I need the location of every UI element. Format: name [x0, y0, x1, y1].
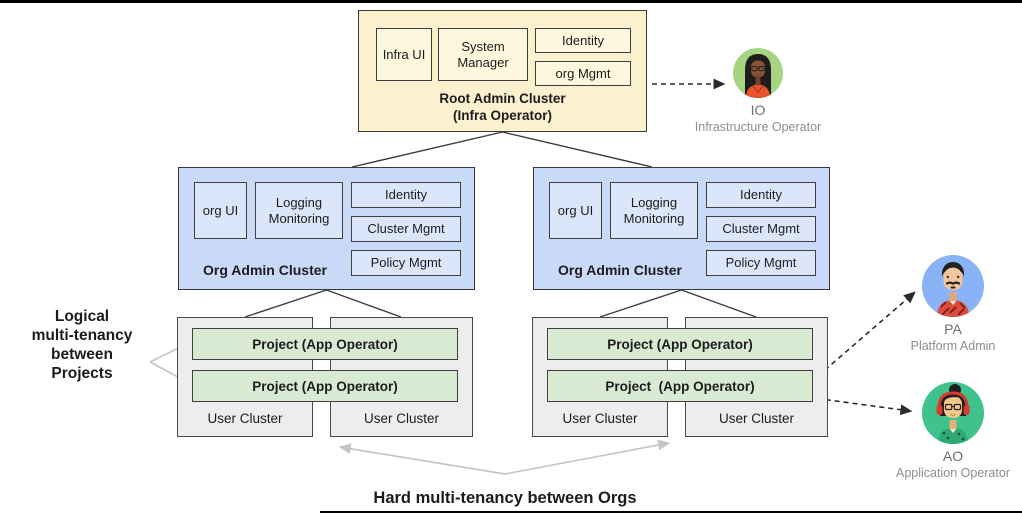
- edge-root-to-left-org: [351, 131, 503, 168]
- edge-leftorg-to-usercluster-1: [244, 289, 327, 318]
- logical-multitenancy-label: Logical multi-tenancy between Projects: [31, 308, 133, 382]
- persona-code: IO: [750, 102, 766, 118]
- hard-tenancy-arrow-right: [504, 439, 671, 475]
- module-identity: Identity: [535, 28, 631, 53]
- user-cluster-label: User Cluster: [562, 411, 638, 426]
- dashed-arrow-to-pa: [817, 291, 916, 377]
- user-cluster-label: User Cluster: [718, 411, 794, 426]
- bottom-border-line: [320, 510, 1022, 513]
- project-bar: Project (App Operator): [547, 328, 813, 360]
- user-cluster-label: User Cluster: [207, 411, 283, 426]
- module-logging-monitoring: Logging Monitoring: [255, 182, 343, 239]
- persona-code: PA: [944, 321, 962, 337]
- project-bar: Project (App Operator): [192, 328, 458, 360]
- edge-root-to-right-org: [502, 131, 653, 168]
- persona-role: Application Operator: [896, 466, 1010, 480]
- org-admin-cluster-right: org UI Logging Monitoring Identity Clust…: [533, 167, 830, 290]
- org-cluster-title: Org Admin Cluster: [558, 262, 682, 278]
- module-org-ui: org UI: [194, 182, 247, 239]
- user-cluster-group-left: Project (App Operator) Project (App Oper…: [177, 317, 473, 437]
- module-cluster-mgmt: Cluster Mgmt: [351, 216, 461, 242]
- module-identity: Identity: [706, 182, 816, 208]
- project-bar: Project (App Operator): [547, 370, 813, 402]
- io-avatar-icon: [733, 48, 783, 98]
- module-infra-ui: Infra UI: [376, 28, 432, 81]
- hard-multitenancy-label: Hard multi-tenancy between Orgs: [373, 489, 637, 507]
- persona-role: Platform Admin: [910, 339, 996, 353]
- edge-rightorg-to-usercluster-1: [599, 289, 682, 318]
- module-policy-mgmt: Policy Mgmt: [351, 250, 461, 276]
- module-org-mgmt: org Mgmt: [535, 61, 631, 86]
- root-admin-cluster: Infra UI System Manager Identity org Mgm…: [358, 10, 647, 132]
- user-cluster-label: User Cluster: [363, 411, 439, 426]
- module-cluster-mgmt: Cluster Mgmt: [706, 216, 816, 242]
- edge-rightorg-to-usercluster-2: [681, 289, 757, 318]
- module-logging-monitoring: Logging Monitoring: [610, 182, 698, 239]
- user-cluster-group-right: Project (App Operator) Project (App Oper…: [532, 317, 828, 437]
- persona-code: AO: [942, 448, 964, 464]
- persona-platform-admin: PA Platform Admin: [883, 255, 1022, 353]
- edge-leftorg-to-usercluster-2: [326, 289, 402, 318]
- ao-avatar-icon: [922, 382, 984, 444]
- module-policy-mgmt: Policy Mgmt: [706, 250, 816, 276]
- persona-application-operator: AO Application Operator: [883, 382, 1022, 480]
- module-identity: Identity: [351, 182, 461, 208]
- module-org-ui: org UI: [549, 182, 602, 239]
- persona-infrastructure-operator: IO Infrastructure Operator: [688, 48, 828, 134]
- project-bar: Project (App Operator): [192, 370, 458, 402]
- persona-role: Infrastructure Operator: [694, 120, 822, 134]
- org-cluster-title: Org Admin Cluster: [203, 262, 327, 278]
- hard-tenancy-arrow-left: [338, 443, 506, 475]
- pa-avatar-icon: [922, 255, 984, 317]
- org-admin-cluster-left: org UI Logging Monitoring Identity Clust…: [178, 167, 475, 290]
- module-system-manager: System Manager: [438, 28, 528, 81]
- top-border-line: [0, 0, 1022, 3]
- root-cluster-title: Root Admin Cluster (Infra Operator): [439, 91, 566, 123]
